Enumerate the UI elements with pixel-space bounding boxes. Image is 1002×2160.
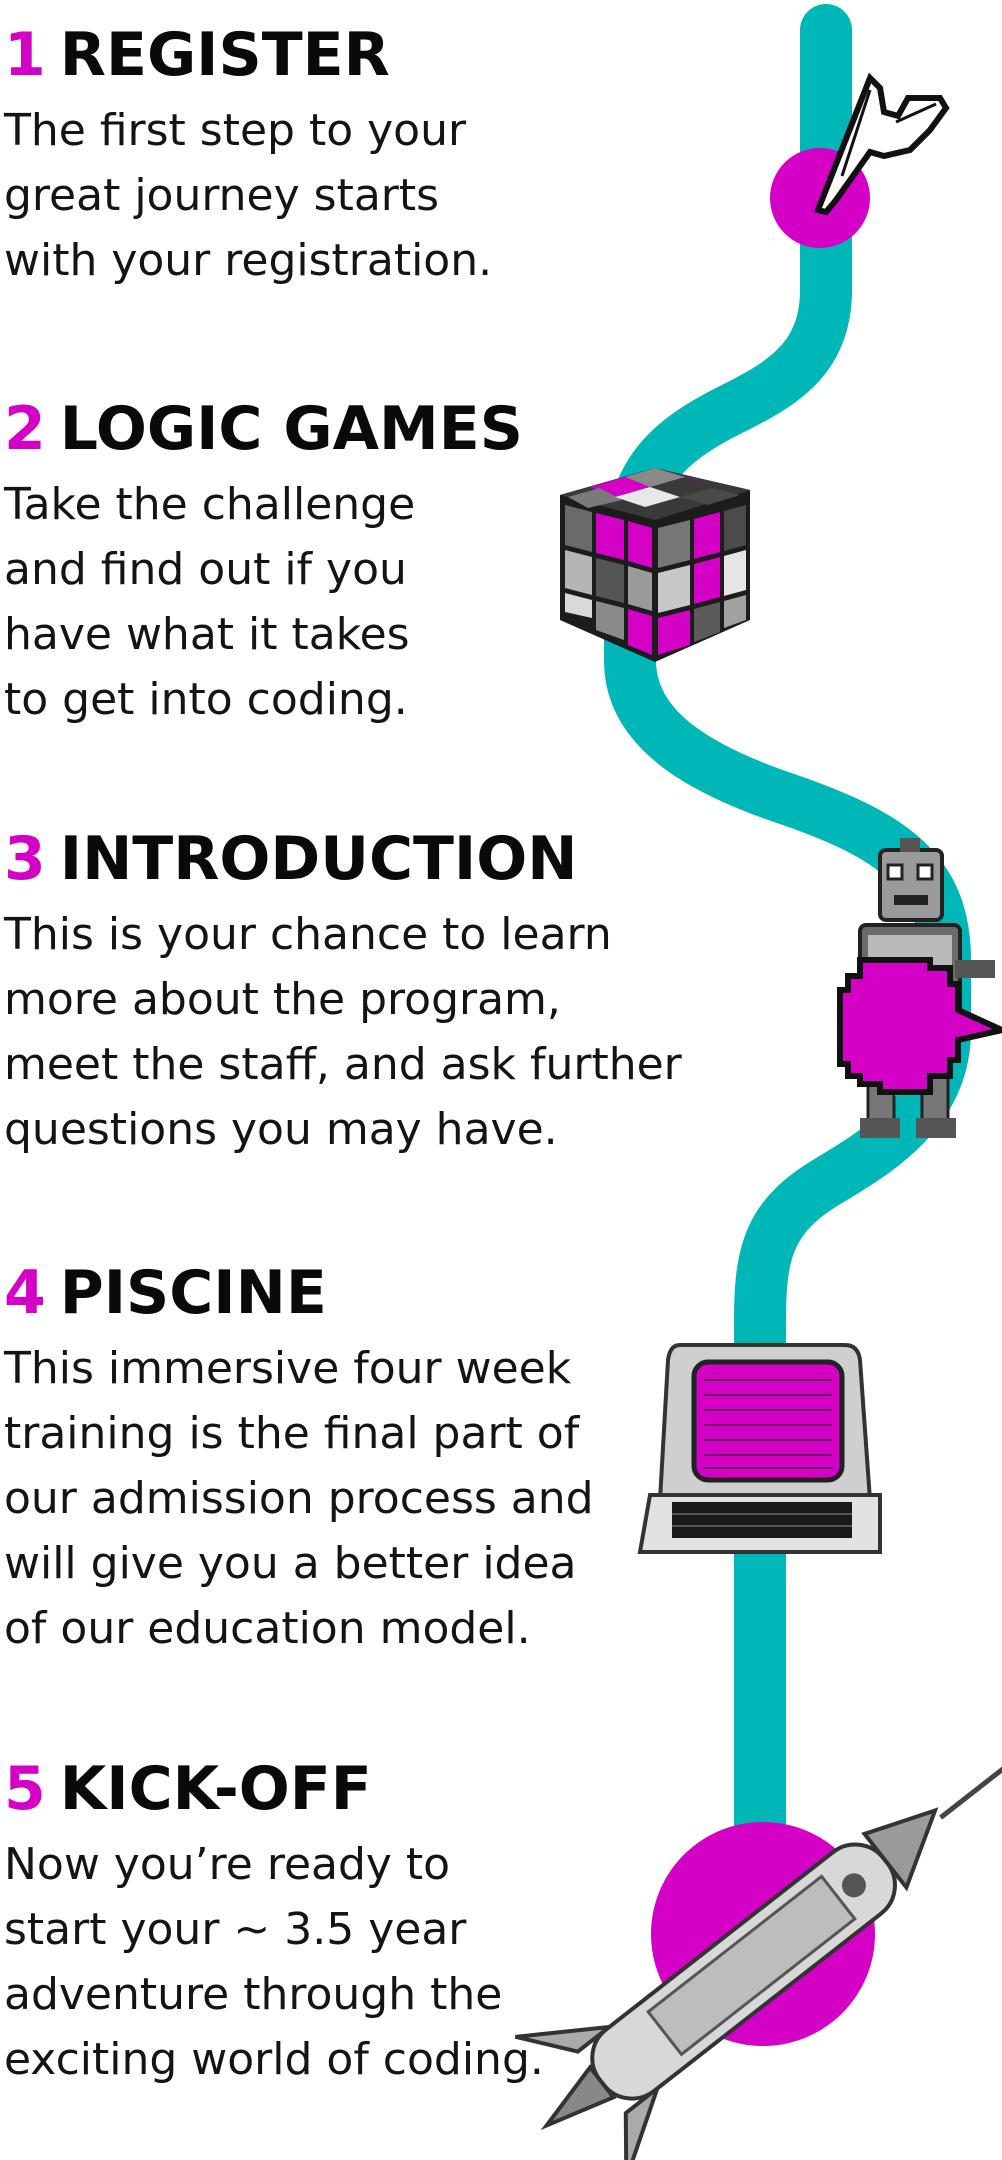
step-title: REGISTER (59, 20, 390, 90)
rubiks-cube-icon (560, 468, 750, 662)
description-line: of our education model. (4, 1603, 531, 1654)
description-line: training is the final part of (4, 1408, 580, 1459)
description-line: and find out if you (4, 544, 407, 595)
step-title: LOGIC GAMES (59, 394, 523, 464)
step-description: Now you’re ready to start your ~ 3.5 yea… (4, 1832, 644, 2092)
journey-path (604, 4, 971, 1906)
step-title: KICK-OFF (59, 1754, 372, 1824)
description-line: exciting world of coding. (4, 2034, 544, 2085)
rocket-illustration (515, 1741, 1002, 2160)
step-description: Take the challenge and find out if you h… (4, 472, 644, 732)
step-description: This immersive four week training is the… (4, 1336, 644, 1661)
description-line: great journey starts (4, 170, 440, 221)
description-line: This is your chance to learn (4, 909, 612, 960)
robot-with-speech-bubble-icon (837, 838, 1002, 1138)
description-line: adventure through the (4, 1969, 503, 2020)
description-line: have what it takes (4, 609, 410, 660)
rocket-icon (515, 1741, 1002, 2160)
description-line: Take the challenge (4, 479, 416, 530)
step-description: The first step to your great journey sta… (4, 98, 644, 293)
description-line: Now you’re ready to (4, 1839, 451, 1890)
step-number: 3 (4, 824, 46, 894)
description-line: This immersive four week (4, 1343, 572, 1394)
description-line: more about the program, (4, 974, 561, 1025)
description-line: will give you a better idea (4, 1538, 577, 1589)
description-line: start your ~ 3.5 year (4, 1904, 467, 1955)
step-description: This is your chance to learn more about … (4, 902, 682, 1162)
description-line: to get into coding. (4, 674, 408, 725)
step-title: PISCINE (59, 1258, 327, 1328)
description-line: our admission process and (4, 1473, 594, 1524)
cursor-illustration (770, 72, 950, 248)
step-number: 1 (4, 20, 46, 90)
cursor-arrow-icon (813, 72, 950, 216)
retro-computer-icon (637, 1343, 882, 1554)
step-number: 2 (4, 394, 46, 464)
description-line: with your registration. (4, 235, 493, 286)
description-line: questions you may have. (4, 1104, 558, 1155)
description-line: meet the staff, and ask further (4, 1039, 682, 1090)
step-number: 5 (4, 1754, 46, 1824)
step-title: INTRODUCTION (59, 824, 578, 894)
description-line: The first step to your (4, 105, 467, 156)
step-number: 4 (4, 1258, 46, 1328)
